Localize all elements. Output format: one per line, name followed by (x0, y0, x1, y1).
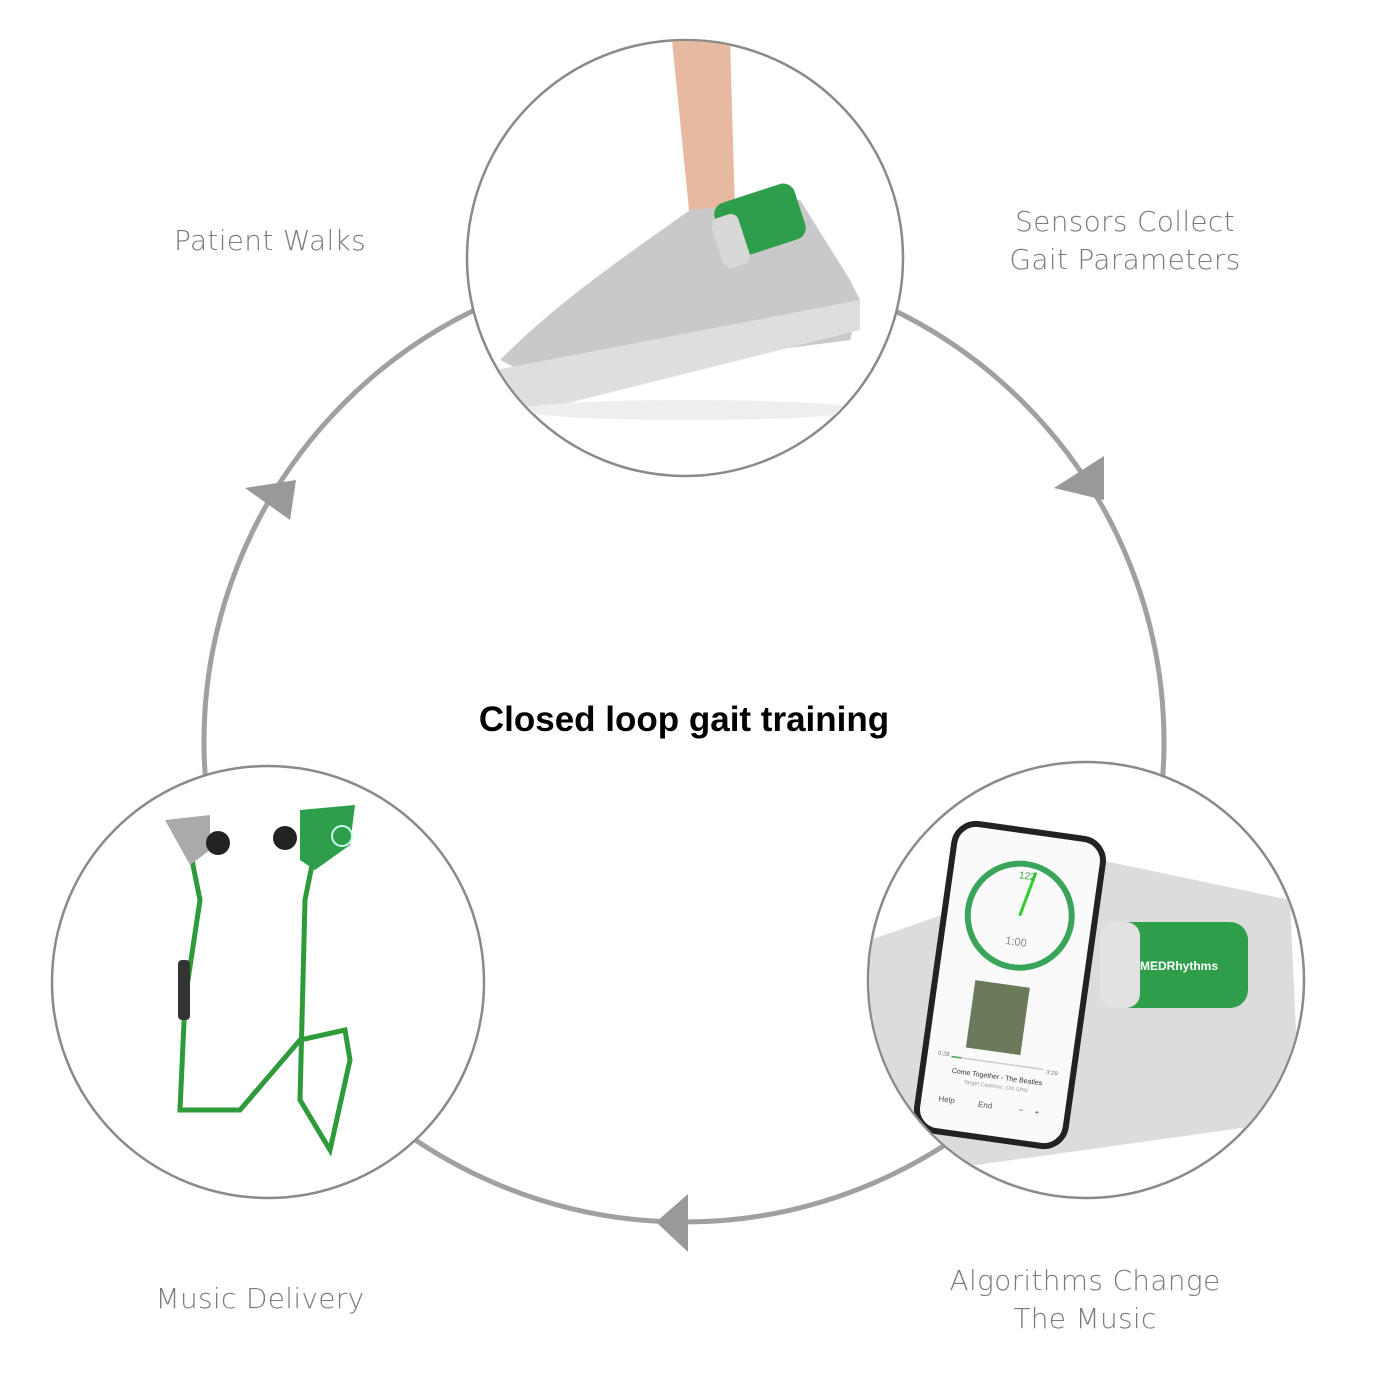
step-label-sensors: Sensors Collect Gait Parameters (995, 203, 1255, 279)
arrow-left-icon (656, 1194, 688, 1252)
elapsed-time: 0:28 (937, 1051, 950, 1059)
help-button[interactable]: Help (938, 1094, 956, 1105)
step-label-algorithms: Algorithms Change The Music (935, 1262, 1235, 1338)
decrease-button[interactable]: − (1018, 1105, 1024, 1115)
label-line: Sensors Collect (1015, 205, 1235, 238)
shoe-sensor-image (465, 38, 905, 478)
end-button[interactable]: End (977, 1100, 992, 1111)
timer-value: 1:00 (1005, 935, 1028, 950)
cadence-value: 122 (1018, 870, 1036, 883)
phone-app-image: MEDRhythms 122 1:00 0:28 3:29 Come Toget… (866, 760, 1306, 1200)
sensor-brand: MEDRhythms (1140, 959, 1218, 973)
label-line: Gait Parameters (1009, 243, 1241, 276)
arrow-up-icon (245, 480, 296, 520)
step-label-patient-walks: Patient Walks (174, 224, 366, 257)
diagram-title: Closed loop gait training (478, 700, 890, 739)
label-line: The Music (1013, 1302, 1157, 1335)
total-time: 3:29 (1046, 1070, 1059, 1078)
step-label-music-delivery: Music Delivery (155, 1282, 365, 1315)
label-line: Algorithms Change (949, 1264, 1221, 1297)
earphones-image (50, 764, 486, 1200)
arrow-down-icon (1054, 456, 1104, 500)
increase-button[interactable]: + (1034, 1108, 1040, 1118)
